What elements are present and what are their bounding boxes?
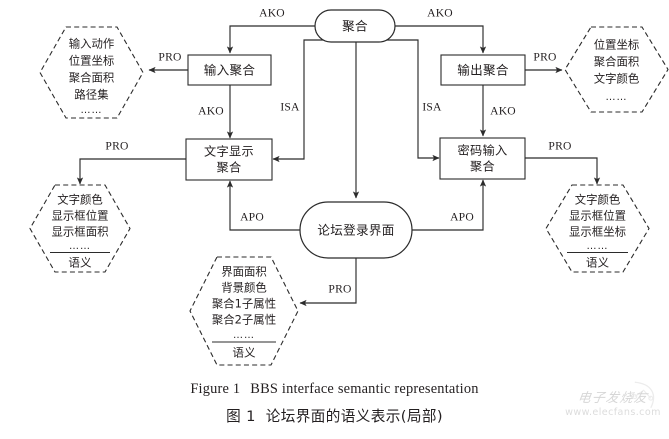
node-input-aggregate[interactable]: 输入聚合 bbox=[187, 54, 272, 86]
figure-caption-english: Figure 1 BBS interface semantic represent… bbox=[0, 381, 669, 398]
attribute-frame-input-action[interactable]: 输入动作 位置坐标 聚合面积 路径集 …… bbox=[39, 26, 144, 119]
attr-password-display-line-1: 文字颜色 bbox=[575, 193, 621, 207]
attr-output-position-line-3: 文字颜色 bbox=[594, 72, 640, 86]
figure-caption-chinese: 图 1 论坛界面的语义表示(局部) bbox=[0, 405, 669, 426]
attr-text-display-ellipsis: …… bbox=[69, 241, 91, 252]
attr-text-display-line-2: 显示框位置 bbox=[52, 209, 109, 223]
attr-interface-line-4: 聚合2子属性 bbox=[212, 313, 276, 327]
figure-caption-english-number: Figure 1 bbox=[190, 381, 241, 397]
attr-password-display-line-2: 显示框位置 bbox=[569, 209, 626, 223]
attr-password-display-semantics: 语义 bbox=[586, 256, 610, 270]
attr-input-action-line-1: 输入动作 bbox=[69, 37, 115, 51]
edge-label-pro-password: PRO bbox=[548, 140, 571, 153]
edge-label-pro-login: PRO bbox=[328, 283, 351, 296]
figure-caption-chinese-text: 论坛界面的语义表示(局部) bbox=[265, 408, 443, 425]
edge-label-ako-input-text: AKO bbox=[198, 105, 224, 118]
attr-output-position-ellipsis: …… bbox=[606, 92, 628, 103]
edge-label-ako-root-input: AKO bbox=[259, 7, 285, 20]
attribute-frame-output-position[interactable]: 位置坐标 聚合面积 文字颜色 …… bbox=[564, 26, 669, 113]
attr-output-position-line-2: 聚合面积 bbox=[594, 55, 640, 69]
edge-label-isa-right: ISA bbox=[422, 101, 442, 114]
edge-pro-output-position: PRO bbox=[525, 51, 563, 74]
edge-label-ako-root-output: AKO bbox=[427, 7, 453, 20]
attr-interface-ellipsis: …… bbox=[233, 330, 255, 341]
attr-output-position-line-1: 位置坐标 bbox=[594, 38, 640, 52]
attribute-frame-text-display-attrs[interactable]: 文字颜色 显示框位置 显示框面积 …… 语义 bbox=[29, 184, 131, 273]
edge-ako-root-input: AKO bbox=[226, 7, 315, 54]
attr-password-display-line-3: 显示框坐标 bbox=[569, 225, 626, 239]
node-forum-login-interface-label: 论坛登录界面 bbox=[317, 223, 394, 238]
figure-caption-chinese-number: 图 1 bbox=[226, 408, 256, 425]
attr-input-action-line-2: 位置坐标 bbox=[69, 54, 115, 68]
attr-password-display-ellipsis: …… bbox=[587, 241, 609, 252]
node-output-aggregate-label: 输出聚合 bbox=[457, 63, 509, 78]
attr-interface-semantics: 语义 bbox=[232, 346, 256, 360]
attribute-frame-interface-attrs[interactable]: 界面面积 背景颜色 聚合1子属性 聚合2子属性 …… 语义 bbox=[189, 256, 299, 366]
edge-isa-root-text: ISA bbox=[272, 39, 327, 163]
attr-text-display-semantics: 语义 bbox=[68, 256, 92, 270]
node-password-input-aggregate[interactable]: 密码输入 聚合 bbox=[439, 137, 526, 180]
edge-isa-root-password: ISA bbox=[385, 39, 442, 162]
edge-label-pro-text: PRO bbox=[105, 140, 128, 153]
attr-input-action-line-4: 路径集 bbox=[74, 88, 109, 102]
attr-text-display-line-3: 显示框面积 bbox=[52, 225, 109, 239]
edge-ako-output-password: AKO bbox=[479, 85, 516, 137]
edge-label-pro-input: PRO bbox=[158, 51, 181, 64]
node-password-input-aggregate-label-line1: 密码输入 bbox=[458, 143, 508, 158]
edge-pro-text-attrs: PRO bbox=[76, 140, 186, 185]
edge-label-apo-right: APO bbox=[450, 211, 474, 224]
edge-apo-login-password: APO bbox=[412, 179, 487, 231]
node-text-display-aggregate-label-line1: 文字显示 bbox=[204, 144, 254, 159]
attr-input-action-ellipsis: …… bbox=[81, 105, 103, 116]
node-root-aggregate[interactable]: 聚合 bbox=[314, 9, 396, 43]
attr-interface-line-3: 聚合1子属性 bbox=[212, 297, 276, 311]
node-output-aggregate[interactable]: 输出聚合 bbox=[440, 54, 526, 86]
attr-input-action-line-3: 聚合面积 bbox=[69, 71, 115, 85]
node-text-display-aggregate[interactable]: 文字显示 聚合 bbox=[185, 138, 273, 181]
edge-label-apo-left: APO bbox=[240, 211, 264, 224]
edge-label-isa-left: ISA bbox=[280, 101, 300, 114]
edge-label-ako-output-password: AKO bbox=[490, 105, 516, 118]
edge-apo-login-text: APO bbox=[226, 180, 300, 231]
edge-label-pro-output: PRO bbox=[533, 51, 556, 64]
edge-ako-input-text: AKO bbox=[198, 84, 234, 139]
edge-pro-input-action: PRO bbox=[148, 51, 188, 74]
node-password-input-aggregate-label-line2: 聚合 bbox=[470, 159, 495, 174]
node-text-display-aggregate-label-line2: 聚合 bbox=[217, 160, 242, 175]
edge-ako-root-output: AKO bbox=[395, 7, 487, 54]
node-root-aggregate-label: 聚合 bbox=[342, 19, 368, 34]
node-forum-login-interface[interactable]: 论坛登录界面 bbox=[299, 201, 413, 259]
figure-caption-english-text: BBS interface semantic representation bbox=[250, 381, 479, 397]
attribute-frame-password-display-attrs[interactable]: 文字颜色 显示框位置 显示框坐标 …… 语义 bbox=[545, 184, 650, 273]
edge-pro-login-interface: PRO bbox=[299, 258, 357, 307]
attr-text-display-line-1: 文字颜色 bbox=[57, 193, 103, 207]
attr-interface-line-1: 界面面积 bbox=[221, 265, 267, 279]
attr-interface-line-2: 背景颜色 bbox=[221, 281, 267, 295]
edge-pro-password-attrs: PRO bbox=[524, 140, 601, 185]
node-input-aggregate-label: 输入聚合 bbox=[204, 63, 256, 78]
